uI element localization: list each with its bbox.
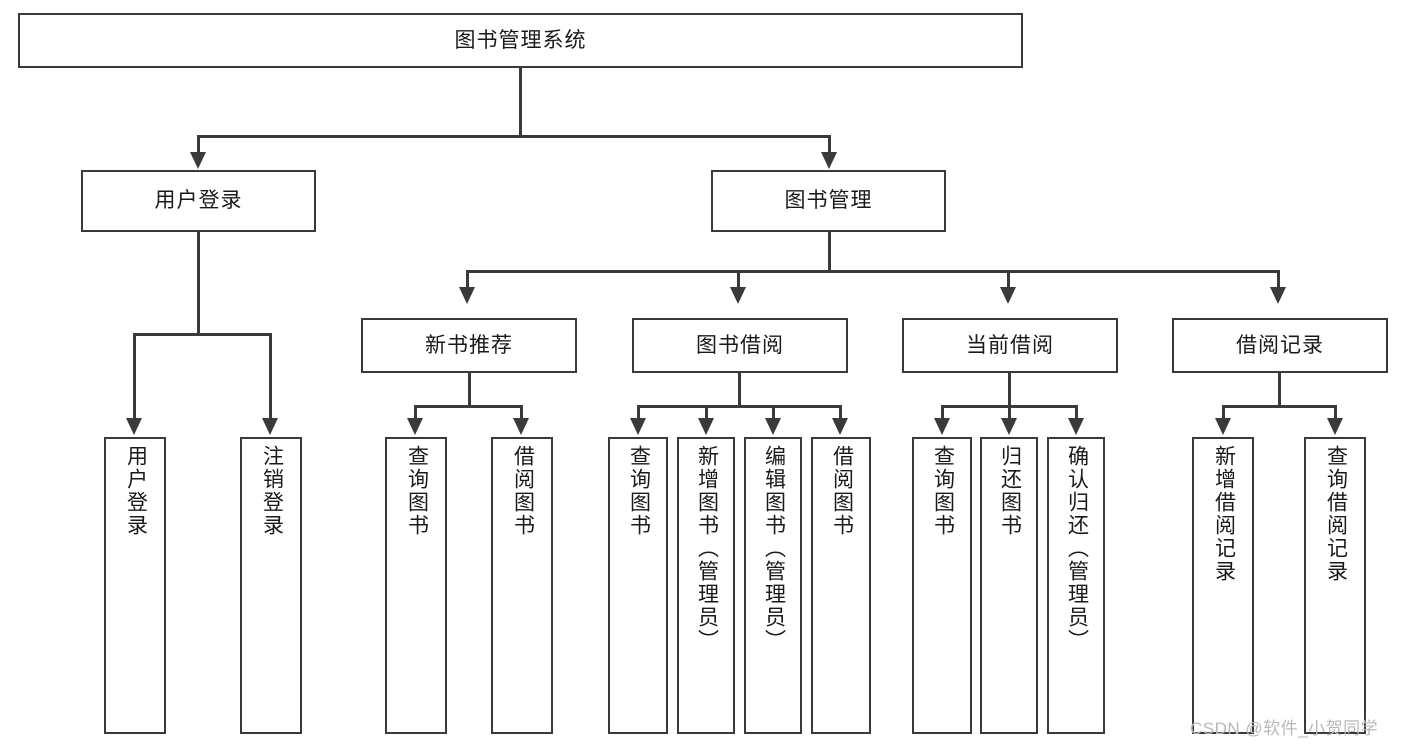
node-label: 新增借阅记录 <box>1212 445 1236 583</box>
arrow-leaf-br-1 <box>1215 418 1231 435</box>
connector-nbr-stem <box>468 373 471 407</box>
connector-bm-drop-4 <box>1277 270 1280 289</box>
connector-root-bar <box>197 135 831 138</box>
connector-nbr-drop-1 <box>414 405 417 420</box>
node-user-login[interactable]: 用户登录 <box>81 170 316 232</box>
node-book-management[interactable]: 图书管理 <box>711 170 946 232</box>
leaf-cb-query-book[interactable]: 查询图书 <box>912 437 972 734</box>
arrow-leaf-br-2 <box>1327 418 1343 435</box>
node-label: 图书管理系统 <box>454 28 587 52</box>
node-label: 用户登录 <box>124 445 148 537</box>
arrow-leaf-user-login <box>126 418 142 435</box>
leaf-nbr-borrow-book[interactable]: 借阅图书 <box>491 437 553 734</box>
node-label: 编辑图书（管理员） <box>762 445 786 652</box>
connector-user-login-bar <box>133 333 271 336</box>
leaf-nbr-query-book[interactable]: 查询图书 <box>385 437 447 734</box>
leaf-bb-edit-book[interactable]: 编辑图书（管理员） <box>744 437 802 734</box>
connector-bm-drop-3 <box>1007 270 1010 289</box>
connector-bb-bar <box>637 405 841 408</box>
connector-bm-drop-2 <box>737 270 740 289</box>
connector-user-login-stem <box>197 232 200 334</box>
leaf-logout[interactable]: 注销登录 <box>240 437 302 734</box>
arrow-leaf-nbr-2 <box>513 418 529 435</box>
connector-book-management-stem <box>828 232 831 272</box>
connector-bm-drop-1 <box>466 270 469 289</box>
connector-book-management-bar <box>466 270 1280 273</box>
node-label: 归还图书 <box>998 445 1022 537</box>
connector-bb-drop-2 <box>705 405 708 420</box>
arrow-to-user-login <box>190 152 206 169</box>
arrow-leaf-cb-1 <box>934 418 950 435</box>
connector-bb-stem <box>738 373 741 407</box>
connector-cb-drop-3 <box>1075 405 1078 420</box>
leaf-bb-add-book[interactable]: 新增图书（管理员） <box>677 437 735 734</box>
node-new-book-recommend[interactable]: 新书推荐 <box>361 318 577 373</box>
leaf-bb-borrow-book[interactable]: 借阅图书 <box>811 437 871 734</box>
node-label: 查询图书 <box>627 445 651 537</box>
arrow-to-borrow-record <box>1270 287 1286 304</box>
node-book-borrow[interactable]: 图书借阅 <box>632 318 848 373</box>
leaf-br-add-record[interactable]: 新增借阅记录 <box>1192 437 1254 734</box>
arrow-leaf-nbr-1 <box>407 418 423 435</box>
arrow-leaf-bb-1 <box>630 418 646 435</box>
arrow-to-book-borrow <box>730 287 746 304</box>
connector-user-login-drop-1 <box>133 333 136 420</box>
connector-nbr-bar <box>414 405 522 408</box>
watermark: CSDN @软件_小贺同学 <box>1190 719 1379 738</box>
arrow-to-new-book-recommend <box>459 287 475 304</box>
arrow-leaf-logout <box>262 418 278 435</box>
connector-user-login-drop-2 <box>269 333 272 420</box>
connector-bb-drop-4 <box>839 405 842 420</box>
connector-br-drop-2 <box>1334 405 1337 420</box>
node-root-book-management-system[interactable]: 图书管理系统 <box>18 13 1023 68</box>
node-label: 注销登录 <box>260 445 284 537</box>
leaf-bb-query-book[interactable]: 查询图书 <box>608 437 668 734</box>
node-label: 借阅图书 <box>830 445 854 537</box>
node-label: 查询借阅记录 <box>1324 445 1348 583</box>
connector-cb-drop-1 <box>941 405 944 420</box>
arrow-leaf-bb-3 <box>765 418 781 435</box>
connector-cb-drop-2 <box>1008 405 1011 420</box>
leaf-cb-return-book[interactable]: 归还图书 <box>980 437 1038 734</box>
connector-bb-drop-3 <box>772 405 775 420</box>
connector-br-drop-1 <box>1222 405 1225 420</box>
node-label: 当前借阅 <box>966 333 1054 357</box>
connector-bb-drop-1 <box>637 405 640 420</box>
leaf-cb-confirm-return[interactable]: 确认归还（管理员） <box>1047 437 1105 734</box>
node-label: 确认归还（管理员） <box>1065 445 1089 652</box>
arrow-leaf-bb-4 <box>832 418 848 435</box>
connector-br-stem <box>1278 373 1281 407</box>
node-label: 新书推荐 <box>425 333 513 357</box>
node-label: 查询图书 <box>405 445 429 537</box>
node-label: 图书借阅 <box>696 333 784 357</box>
connector-cb-stem <box>1008 373 1011 407</box>
node-label: 借阅图书 <box>511 445 535 537</box>
connector-br-bar <box>1222 405 1334 408</box>
node-label: 借阅记录 <box>1236 333 1324 357</box>
node-label: 图书管理 <box>784 189 873 213</box>
connector-root-stem <box>519 68 522 136</box>
arrow-leaf-bb-2 <box>698 418 714 435</box>
arrow-to-book-management <box>821 152 837 169</box>
node-label: 用户登录 <box>154 189 243 213</box>
connector-to-book-management <box>828 135 831 154</box>
arrow-to-current-borrow <box>1000 287 1016 304</box>
arrow-leaf-cb-2 <box>1001 418 1017 435</box>
arrow-leaf-cb-3 <box>1068 418 1084 435</box>
connector-to-user-login <box>197 135 200 154</box>
node-current-borrow[interactable]: 当前借阅 <box>902 318 1118 373</box>
leaf-user-login[interactable]: 用户登录 <box>104 437 166 734</box>
node-label: 新增图书（管理员） <box>695 445 719 652</box>
connector-nbr-drop-2 <box>520 405 523 420</box>
leaf-br-query-record[interactable]: 查询借阅记录 <box>1304 437 1366 734</box>
node-borrow-record[interactable]: 借阅记录 <box>1172 318 1388 373</box>
node-label: 查询图书 <box>931 445 955 537</box>
